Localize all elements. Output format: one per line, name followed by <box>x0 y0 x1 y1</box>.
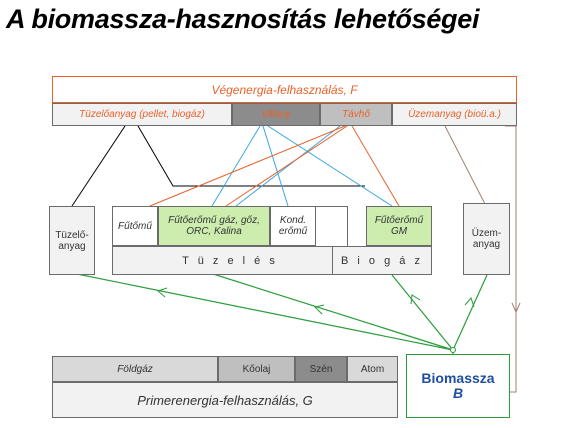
biomass-box: Biomassza B <box>406 354 510 418</box>
motor-fuel-box: Üzem-anyag <box>463 203 510 275</box>
final-energy-header: Végenergia-felhasználás, F <box>52 76 517 103</box>
line-elec-chp <box>211 125 261 207</box>
final-electricity-cell: Villany <box>232 103 320 126</box>
line-bio-fuelbox <box>71 272 454 351</box>
biomass-symbol: B <box>452 385 464 401</box>
final-district-heat-cell: Távhő <box>320 103 392 126</box>
coal-cell: Szén <box>295 356 347 382</box>
line-elec-gm <box>267 125 393 207</box>
line-elec-cond <box>262 125 289 207</box>
line-fuel-to-fuelbox <box>71 125 126 207</box>
arrow-bio-fuelbox <box>157 287 168 298</box>
arrow-bio-biogas <box>410 294 421 305</box>
line-heat-heatingplant <box>149 125 346 207</box>
arrow-bio-combustion <box>314 304 325 315</box>
line-bio-biogas <box>391 274 454 351</box>
line-distheat-chp <box>235 125 341 207</box>
primary-energy-header: Primerenergia-felhasználás, G <box>52 382 398 418</box>
oil-cell: Kőolaj <box>218 356 295 382</box>
line-motorfuel-feedback <box>505 125 517 393</box>
line-motorfuel-box <box>444 125 487 207</box>
arrow-motorfuel <box>511 302 521 314</box>
nuclear-cell: Atom <box>347 356 398 382</box>
line-heat-gm <box>351 125 400 207</box>
page-title: A biomassza-hasznosítás lehetőségei <box>6 4 480 34</box>
final-fuel-cell: Tüzelőanyag (pellet, biogáz) <box>52 103 232 126</box>
line-bio-motorfuel <box>452 274 488 351</box>
combustion-label: T ü z e l é s <box>112 246 348 275</box>
biomass-node <box>450 347 456 353</box>
arrow-bio-motorfuel <box>464 297 475 308</box>
line-heat-chp <box>225 125 348 207</box>
heating-plant-box: Fűtőmű <box>112 206 158 246</box>
biomass-label: Biomassza <box>421 370 495 386</box>
natural-gas-cell: Földgáz <box>52 356 218 382</box>
line-bio-combustion <box>209 272 454 351</box>
chp-box: Fűtőerőmű gáz, gőz, ORC, Kalina <box>158 206 270 246</box>
biogas-chp-box: Fűtőerőmű GM <box>366 206 432 246</box>
final-motor-fuel-cell: Üzemanyag (bioü.a.) <box>392 103 517 126</box>
condensing-plant-box: Kond. erőmű <box>270 206 316 246</box>
biogas-label: B i o g á z <box>332 246 432 275</box>
fuel-box: Tüzelő-anyag <box>49 206 95 275</box>
line-fuel-to-heating-plant <box>137 125 290 187</box>
